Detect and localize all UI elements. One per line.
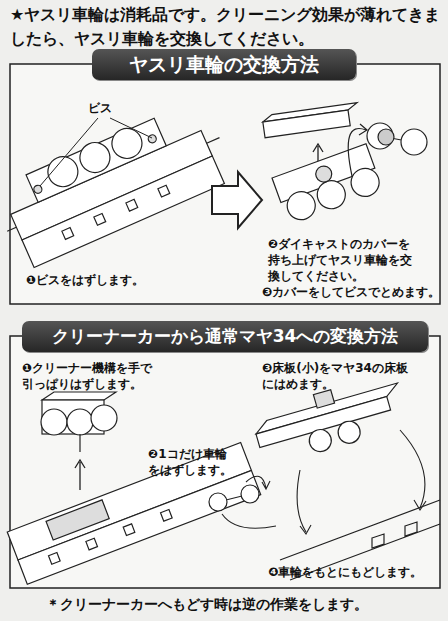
- floor-opening: [46, 500, 109, 540]
- header-text: クリーナーカーから通常マヤ34への変換方法: [52, 325, 399, 348]
- step-text: ❸床板(小)をマヤ34の床板にはめます。: [262, 360, 408, 392]
- car-body: [0, 95, 237, 272]
- car-windows: [62, 185, 170, 239]
- part-name: ビス: [88, 100, 128, 116]
- wheel: [347, 164, 383, 200]
- car-floor: [7, 442, 260, 584]
- gear-box: [313, 390, 334, 408]
- swap-arrow: [348, 124, 367, 176]
- step-text: ❷1コだけ車輪をはずします。: [148, 446, 238, 478]
- wheel: [283, 188, 319, 224]
- wheel: [336, 419, 363, 446]
- wheel: [67, 409, 93, 435]
- wheel: [75, 138, 115, 178]
- note-text: ＊クリーナーカーへもどす時は逆の作業をします。: [46, 594, 426, 614]
- step-text: ❷ダイキャストのカバーを持ち上げてヤスリ車輪を交換してください。: [268, 236, 420, 284]
- step-text: ❹車輪をもとにもどします。: [268, 564, 438, 580]
- single-wheelset: [209, 485, 259, 511]
- bogie-frame: [272, 144, 383, 225]
- wheel: [209, 493, 227, 511]
- step-text: ❶ビスをはずします。: [26, 272, 196, 288]
- fit-arrow: [297, 430, 426, 534]
- file-wheelset: [367, 123, 427, 155]
- wheel: [43, 152, 83, 192]
- process-arrow: [212, 172, 262, 228]
- screw: [33, 184, 44, 195]
- wheel-arrow: [246, 476, 270, 489]
- step-text: ❸カバーをしてビスでとめます。: [262, 284, 438, 300]
- wheel: [313, 177, 349, 213]
- gear: [378, 129, 394, 145]
- note-text: ★ヤスリ車輪は消耗品です。クリーニング効果が薄れてきましたら、ヤスリ車輪を交換し…: [10, 3, 442, 51]
- gear: [314, 164, 335, 185]
- cover-side: [263, 110, 350, 138]
- leader-line: [40, 118, 152, 186]
- return-arrow: [222, 514, 276, 528]
- screw: [147, 134, 158, 145]
- coupler: [7, 138, 219, 232]
- pull-arrow: [75, 460, 85, 490]
- cleaner-mechanism: [41, 392, 117, 452]
- bogie-cover: [26, 118, 166, 202]
- wheel: [41, 409, 67, 435]
- header-text: ヤスリ車輪の交換方法: [129, 52, 319, 78]
- wheel: [241, 485, 259, 503]
- wheel: [401, 129, 427, 155]
- diecast-cover: [262, 103, 360, 138]
- car-side: [18, 470, 261, 584]
- step-text: ❶クリーナー機構を手で引っぱりはずします。: [22, 360, 156, 392]
- panel-frame: [10, 64, 440, 304]
- section-header: ヤスリ車輪の交換方法: [92, 49, 356, 80]
- section-header: クリーナーカーから通常マヤ34への変換方法: [22, 321, 428, 352]
- wheel: [91, 405, 117, 431]
- shaft: [79, 434, 80, 452]
- wheel: [367, 123, 393, 149]
- wheel: [107, 124, 147, 164]
- mech-top: [42, 392, 116, 400]
- wheel: [307, 427, 334, 454]
